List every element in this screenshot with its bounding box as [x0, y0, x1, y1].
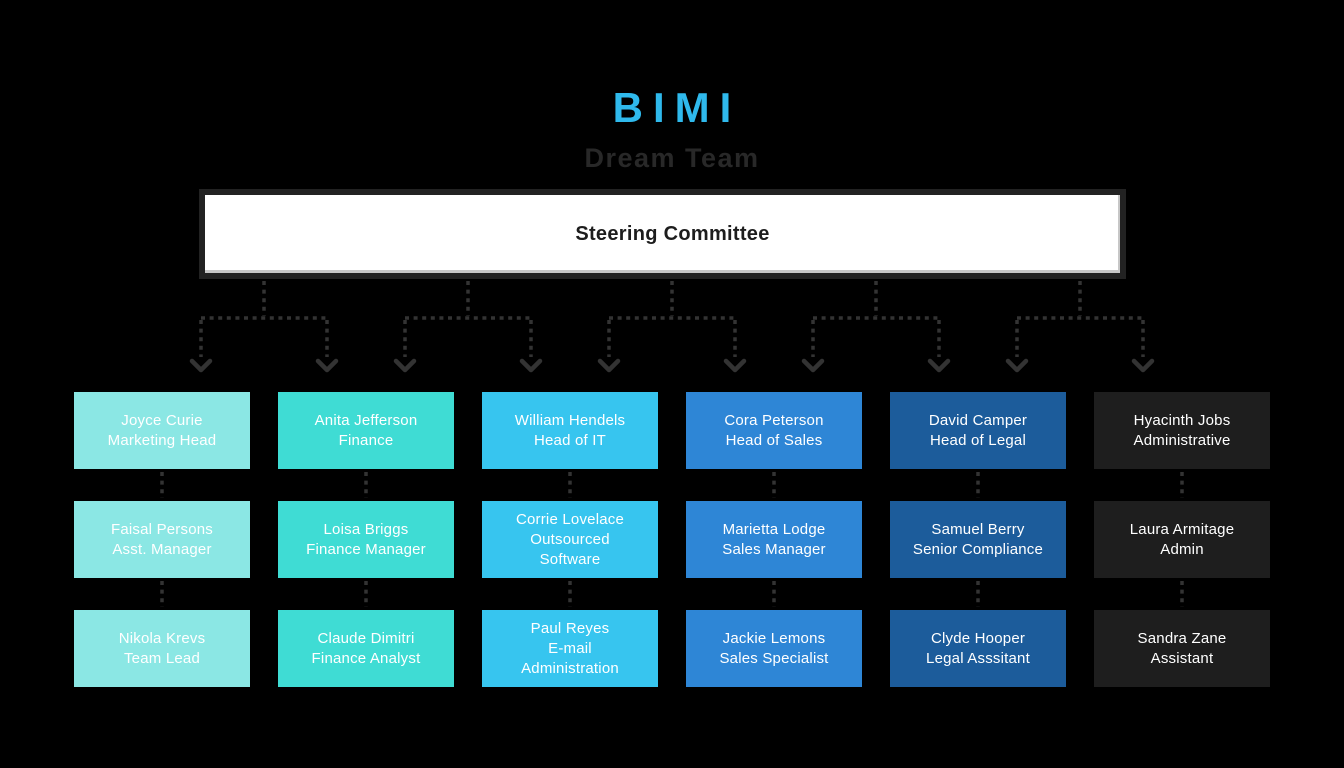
member-name: Faisal Persons — [110, 520, 213, 538]
member-role: Marketing Head — [107, 431, 217, 449]
member-name: Marietta Lodge — [722, 520, 826, 538]
member-name: Sandra Zane — [1137, 629, 1227, 647]
member-role: Assistant — [1150, 649, 1214, 667]
member-role: Administrative — [1133, 431, 1231, 449]
member-role: Admin — [1160, 540, 1204, 558]
member-name: Loisa Briggs — [323, 520, 409, 538]
member-role: Head of Sales — [725, 431, 823, 449]
member-name: William Hendels — [514, 411, 626, 429]
member-name: Claude Dimitri — [317, 629, 415, 647]
member-name: Joyce Curie — [121, 411, 203, 429]
member-name: Cora Peterson — [724, 411, 824, 429]
member-role: Finance Manager — [306, 540, 426, 558]
member-name: Paul Reyes — [530, 619, 610, 637]
member-name: David Camper — [928, 411, 1028, 429]
member-role: Outsourced Software — [530, 530, 610, 568]
member-role: E-mail Administration — [521, 639, 619, 677]
member-name: Laura Armitage — [1129, 520, 1235, 538]
member-role: Finance Analyst — [311, 649, 421, 667]
steering-committee-box: Steering Committee — [199, 189, 1126, 279]
member-name: Samuel Berry — [931, 520, 1025, 538]
member-role: Sales Specialist — [719, 649, 829, 667]
member-name: Corrie Lovelace — [515, 510, 625, 528]
steering-committee-label: Steering Committee — [575, 222, 770, 245]
member-role: Senior Compliance — [912, 540, 1044, 558]
member-role: Team Lead — [123, 649, 201, 667]
page-subtitle: Dream Team — [584, 143, 760, 173]
member-role: Head of IT — [533, 431, 607, 449]
member-name: Hyacinth Jobs — [1133, 411, 1231, 429]
member-role: Sales Manager — [722, 540, 826, 558]
member-role: Asst. Manager — [112, 540, 212, 558]
member-name: Nikola Krevs — [118, 629, 206, 647]
member-name: Jackie Lemons — [722, 629, 826, 647]
member-role: Head of Legal — [929, 431, 1026, 449]
member-role: Finance — [338, 431, 394, 449]
member-role: Legal Asssitant — [926, 649, 1030, 667]
member-name: Anita Jefferson — [314, 411, 418, 429]
member-name: Clyde Hooper — [930, 629, 1026, 647]
brand-title: BIMI — [612, 84, 742, 131]
